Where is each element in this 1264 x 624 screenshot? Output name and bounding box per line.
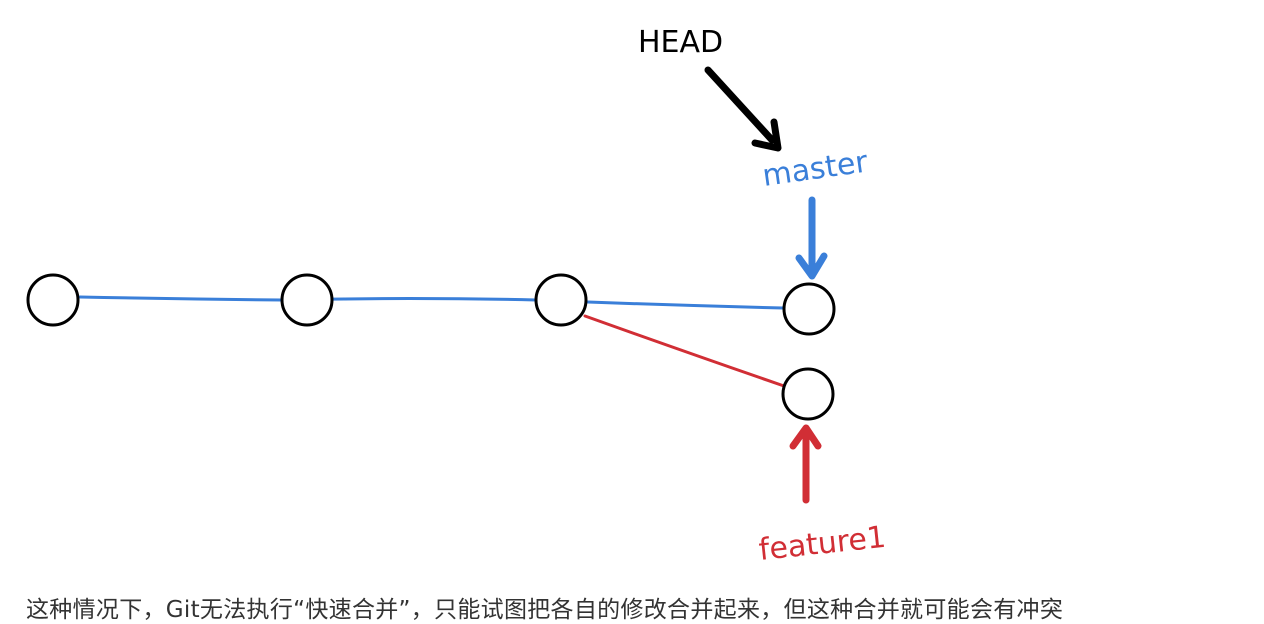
commit-node (26, 273, 80, 327)
git-branch-diagram: HEAD master feature1 (26, 25, 888, 568)
master-branch-line (78, 295, 785, 310)
commit-node-feature1 (781, 367, 835, 421)
caption-text: 这种情况下，Git无法执行“快速合并”，只能试图把各自的修改合并起来，但这种合并… (26, 597, 1064, 623)
master-arrow (795, 196, 828, 280)
master-label: master (760, 144, 870, 193)
head-label: HEAD (638, 25, 723, 60)
feature1-arrow (789, 424, 822, 504)
commit-node (280, 273, 334, 327)
head-arrow (704, 66, 782, 152)
feature1-branch-line (583, 314, 786, 388)
commit-node (534, 273, 588, 327)
commit-node-master (782, 282, 836, 336)
feature1-label: feature1 (757, 520, 887, 568)
